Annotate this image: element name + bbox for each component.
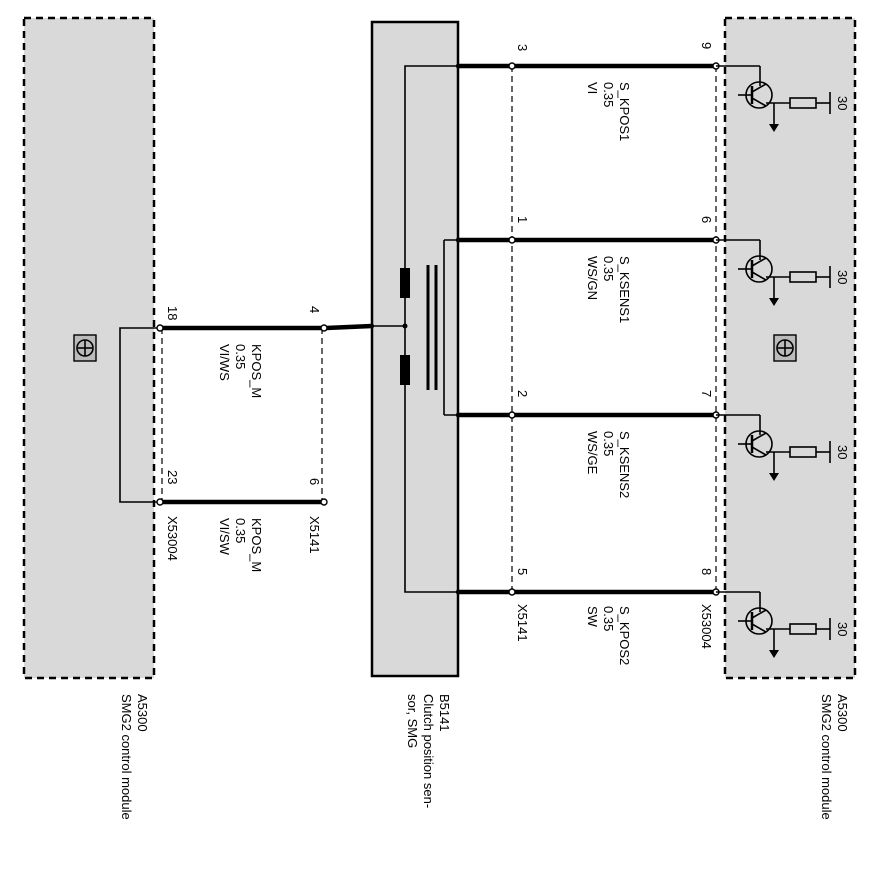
transistor-circuit-4 <box>716 591 831 658</box>
left-ground-symbol-icon <box>73 334 97 362</box>
pin-label-sensor-3: 3 <box>515 44 530 51</box>
pin-label-left-18: 18 <box>165 306 180 320</box>
pin-sensor-6 <box>320 498 328 506</box>
sensor-label: B5141 Clutch position sen- sor, SMG <box>405 694 452 808</box>
left-module-loop <box>119 327 160 503</box>
right-module-label: A5300 SMG2 control module <box>819 694 850 820</box>
svg-text:0.35: 0.35 <box>601 431 616 456</box>
svg-text:SMG2 control module: SMG2 control module <box>119 694 134 820</box>
connector-label-left: X53004 <box>165 516 180 561</box>
svg-text:0.35: 0.35 <box>233 344 248 369</box>
transistor-circuit-3 <box>716 414 831 481</box>
connector-label-sensor-right: X5141 <box>515 604 530 642</box>
pin-label-right-9: 9 <box>699 42 714 49</box>
svg-text:S_KSENS1: S_KSENS1 <box>617 256 632 323</box>
connector-label-right: X53004 <box>699 604 714 649</box>
pin-sensor-2 <box>508 411 516 419</box>
connector-label-sensor-left: X5141 <box>307 516 322 554</box>
svg-text:KPOS_M: KPOS_M <box>249 518 264 572</box>
left-wire-label-2: KPOS_M 0.35 VI/SW <box>217 518 264 572</box>
pin-left-23 <box>156 498 164 506</box>
svg-text:0.35: 0.35 <box>601 606 616 631</box>
svg-text:S_KSENS2: S_KSENS2 <box>617 431 632 498</box>
supply-label-3: 30 <box>835 445 850 459</box>
svg-text:WS/GN: WS/GN <box>585 256 600 300</box>
pin-sensor-5 <box>508 588 516 596</box>
svg-text:S_KPOS1: S_KPOS1 <box>617 82 632 141</box>
pin-sensor-1 <box>508 236 516 244</box>
svg-text:SMG2 control module: SMG2 control module <box>819 694 834 820</box>
right-wire-label-1: S_KPOS1 0.35 VI <box>585 82 632 141</box>
pin-label-sensor-1: 1 <box>515 216 530 223</box>
pin-label-left-23: 23 <box>165 470 180 484</box>
left-wire-label-1: KPOS_M 0.35 VI/WS <box>217 344 264 398</box>
pin-label-right-8: 8 <box>699 568 714 575</box>
transistor-circuit-2 <box>716 239 831 306</box>
svg-text:WS/GE: WS/GE <box>585 431 600 475</box>
transistor-circuit-1 <box>716 65 831 132</box>
left-module-label: A5300 SMG2 control module <box>119 694 150 820</box>
svg-text:0.35: 0.35 <box>601 256 616 281</box>
svg-text:0.35: 0.35 <box>601 82 616 107</box>
pin-label-sensor-5: 5 <box>515 568 530 575</box>
svg-text:A5300: A5300 <box>835 694 850 732</box>
pin-sensor-4 <box>320 324 328 332</box>
svg-text:VI: VI <box>585 82 600 94</box>
svg-text:B5141: B5141 <box>437 694 452 732</box>
pin-label-sensor-4: 4 <box>307 306 322 313</box>
svg-text:A5300: A5300 <box>135 694 150 732</box>
svg-text:Clutch position sen-: Clutch position sen- <box>421 694 436 808</box>
right-wire-label-3: S_KSENS2 0.35 WS/GE <box>585 431 632 498</box>
supply-label-2: 30 <box>835 270 850 284</box>
pin-sensor-3 <box>508 62 516 70</box>
right-ground-symbol-icon <box>773 334 797 362</box>
supply-label-4: 30 <box>835 622 850 636</box>
svg-text:sor, SMG: sor, SMG <box>405 694 420 748</box>
svg-text:S_KPOS2: S_KPOS2 <box>617 606 632 665</box>
pin-left-18 <box>156 324 164 332</box>
pin-label-right-6: 6 <box>699 216 714 223</box>
pin4-to-sensor-wire <box>323 323 375 331</box>
svg-text:VI/WS: VI/WS <box>217 344 232 381</box>
svg-text:0.35: 0.35 <box>233 518 248 543</box>
sensor-coil-icon <box>372 240 445 415</box>
svg-text:SW: SW <box>585 606 600 628</box>
pin-label-sensor-6: 6 <box>307 478 322 485</box>
svg-text:KPOS_M: KPOS_M <box>249 344 264 398</box>
svg-text:VI/SW: VI/SW <box>217 518 232 556</box>
sensor-box <box>370 20 460 678</box>
pin-label-sensor-2: 2 <box>515 390 530 397</box>
pin-label-right-7: 7 <box>699 390 714 397</box>
supply-label-1: 30 <box>835 96 850 110</box>
right-wire-label-2: S_KSENS1 0.35 WS/GN <box>585 256 632 323</box>
right-wire-label-4: S_KPOS2 0.35 SW <box>585 606 632 665</box>
